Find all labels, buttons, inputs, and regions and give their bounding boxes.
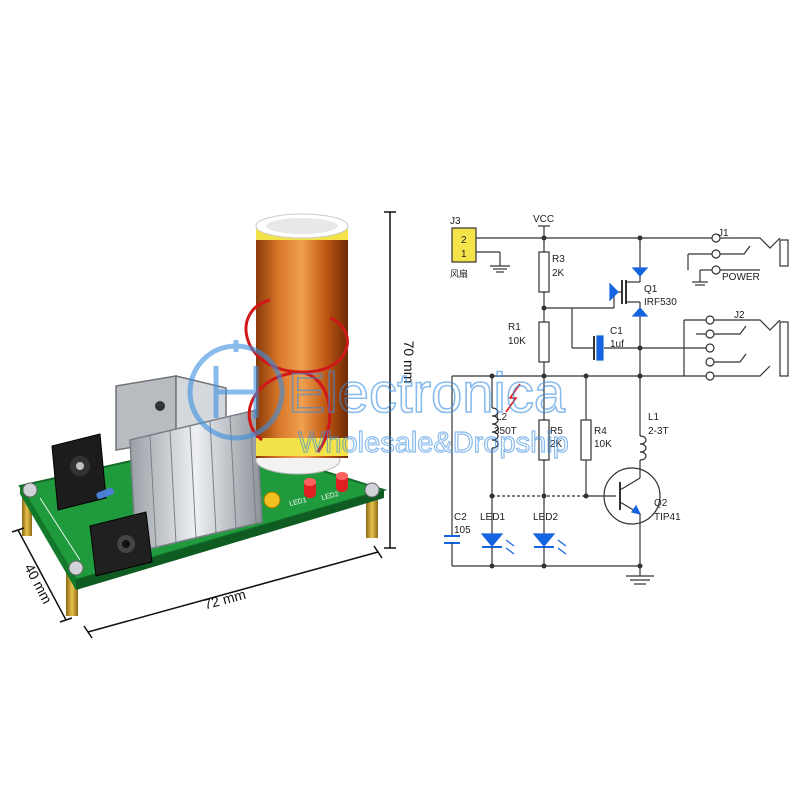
spark-icon — [505, 383, 521, 413]
standoff-back-left — [22, 488, 32, 536]
r5-value: 2K — [550, 439, 563, 450]
q1-ref: Q1 — [644, 284, 658, 295]
j1-power-jack — [640, 233, 789, 286]
r4-value: 10K — [594, 439, 612, 450]
junction-dots — [489, 235, 643, 569]
bracket-screw-icon — [155, 401, 165, 411]
depth-dimension-label: 40 mm — [21, 561, 55, 606]
watermark-line2: Wholesale&Dropship — [298, 427, 569, 459]
c1-ref: C1 — [610, 326, 623, 337]
l2-value: 350T — [494, 426, 517, 437]
j3-pin1: 1 — [461, 249, 467, 260]
dc-power-jack — [51, 433, 107, 511]
q1-part: IRF530 — [644, 297, 677, 308]
depth-dimension-line — [17, 529, 67, 621]
j3-connector — [451, 227, 477, 263]
screw-icon — [364, 482, 380, 498]
j3-ref: J3 — [450, 216, 461, 227]
j2-audio-jack — [640, 315, 789, 381]
j3-note: 风扇 — [450, 268, 468, 279]
j3-pin2: 2 — [461, 235, 467, 246]
j2-ref: J2 — [734, 310, 745, 321]
schematic-labels: J3 2 1 风扇 VCC R3 2K R1 10K Q1 IRF530 C1 … — [450, 214, 760, 536]
screw-icon — [22, 482, 38, 498]
width-dimension-line — [87, 551, 379, 633]
height-dimension-label: 70 mm — [401, 341, 417, 384]
r1-resistor — [538, 321, 550, 363]
l1-value: 2-3T — [648, 426, 669, 437]
r1-value: 10K — [508, 336, 526, 347]
screw-icon — [68, 560, 84, 576]
c1-value: 1uf — [610, 339, 624, 350]
silk-led2-label: LED2 — [321, 491, 340, 502]
l1-ref: L1 — [648, 412, 660, 423]
c1-capacitor — [596, 335, 604, 361]
r4-ref: R4 — [594, 426, 607, 437]
led1-diode-icon — [480, 530, 515, 566]
l1-coil-icon — [639, 435, 647, 461]
r3-resistor — [538, 251, 550, 293]
watermark: Electronica Wholesale&Dropship — [187, 340, 569, 460]
j1-label: POWER — [722, 272, 760, 283]
led-red-2 — [336, 472, 348, 492]
c2-value: 105 — [454, 525, 471, 536]
j1-ref: J1 — [718, 228, 729, 239]
watermark-line1: Electronica — [288, 361, 566, 424]
r1-ref: R1 — [508, 322, 521, 333]
r5-ref: R5 — [550, 426, 563, 437]
r3-ref: R3 — [552, 254, 565, 265]
q2-transistor-icon — [603, 467, 661, 566]
audio-input-jack — [89, 511, 153, 577]
q1-mosfet-icon — [609, 238, 649, 378]
r4-resistor — [580, 419, 592, 461]
led2-ref: LED2 — [533, 512, 558, 523]
q2-ref: Q2 — [654, 498, 668, 509]
resistor-icon — [96, 487, 114, 499]
heatsink — [129, 409, 263, 553]
led2-diode-icon — [532, 530, 567, 566]
pcb-edge — [76, 490, 384, 590]
dimension-markers — [11, 211, 396, 639]
circuit-schematic — [444, 225, 789, 585]
led1-ref: LED1 — [480, 512, 505, 523]
watermark-logo-icon — [187, 340, 285, 441]
l2-ref: L2 — [496, 412, 508, 423]
led-red-1 — [304, 478, 316, 498]
r3-value: 2K — [552, 268, 565, 279]
silkscreen-line — [39, 497, 81, 561]
vcc-label: VCC — [533, 214, 554, 225]
width-dimension-label: 72 mm — [202, 586, 247, 613]
pcb-edge-left — [20, 486, 76, 590]
silk-led1-label: LED1 — [289, 497, 308, 508]
c2-ref: C2 — [454, 512, 467, 523]
q2-part: TIP41 — [654, 512, 681, 523]
l2-coil-icon — [491, 407, 499, 449]
capacitor-icon — [263, 491, 281, 509]
